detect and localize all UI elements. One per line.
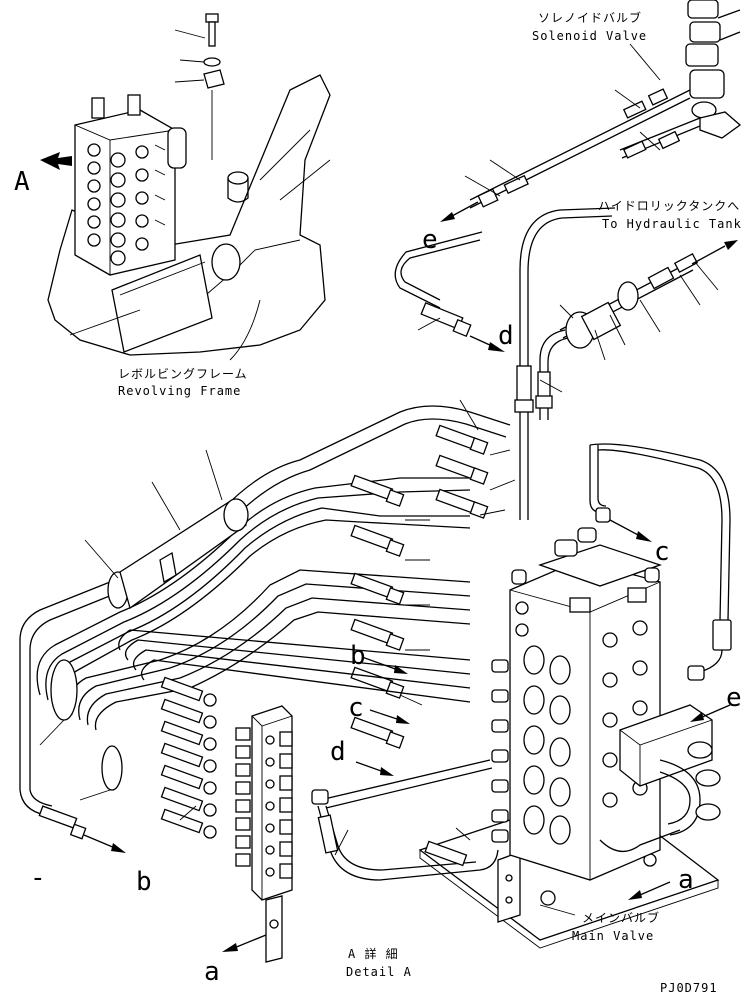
solenoid-hoses: [440, 88, 701, 222]
connection-letter-c-mid: c: [348, 693, 364, 723]
pilot-lines-upper: [394, 207, 616, 520]
tank-return-line: [559, 240, 738, 361]
connection-letter-e-right: e: [726, 683, 742, 713]
inset-control-valve: [74, 94, 187, 276]
view-mark-a: A: [14, 167, 30, 197]
bundle-fittings: [350, 399, 516, 776]
hydraulic-tank-label-jp: ハイドロリックタンクへ: [598, 199, 740, 213]
detail-a-manifold: [160, 676, 293, 963]
main-valve-label-en: Main Valve: [572, 929, 654, 943]
solenoid-valve-label-en: Solenoid Valve: [532, 29, 647, 43]
lower-left-hoses: [19, 629, 471, 853]
hose-bundle: [19, 405, 511, 801]
detail-label-en: Detail A: [346, 965, 412, 979]
detail-label-jp: A 詳 細: [348, 946, 399, 961]
revolving-frame-label-en: Revolving Frame: [118, 384, 241, 398]
connection-letter-c-right: c: [654, 537, 670, 567]
connection-letter-d-top: d: [498, 321, 514, 351]
revolving-frame-inset: A: [14, 13, 331, 361]
solenoid-valve-label-jp: ソレノイドバルブ: [538, 10, 642, 25]
connection-letter-b-left: b: [136, 867, 152, 897]
hydraulic-tank-label-en: To Hydraulic Tank: [602, 217, 742, 231]
connection-letter-a-right: a: [678, 865, 694, 895]
drawing-number: PJ0D791: [660, 981, 718, 995]
main-valve-label-jp: メインバルブ: [582, 910, 660, 925]
main-valve: [311, 443, 732, 949]
connection-letter-e-top: e: [422, 225, 438, 255]
solenoid-valve: [685, 0, 742, 139]
revolving-frame-label-jp: レボルビングフレーム: [118, 367, 248, 381]
connection-dash-left: -: [30, 863, 46, 893]
connection-letter-a-bottom: a: [204, 957, 220, 987]
connection-letter-b-mid: b: [350, 641, 366, 671]
connection-letter-d-mid: d: [330, 737, 346, 767]
